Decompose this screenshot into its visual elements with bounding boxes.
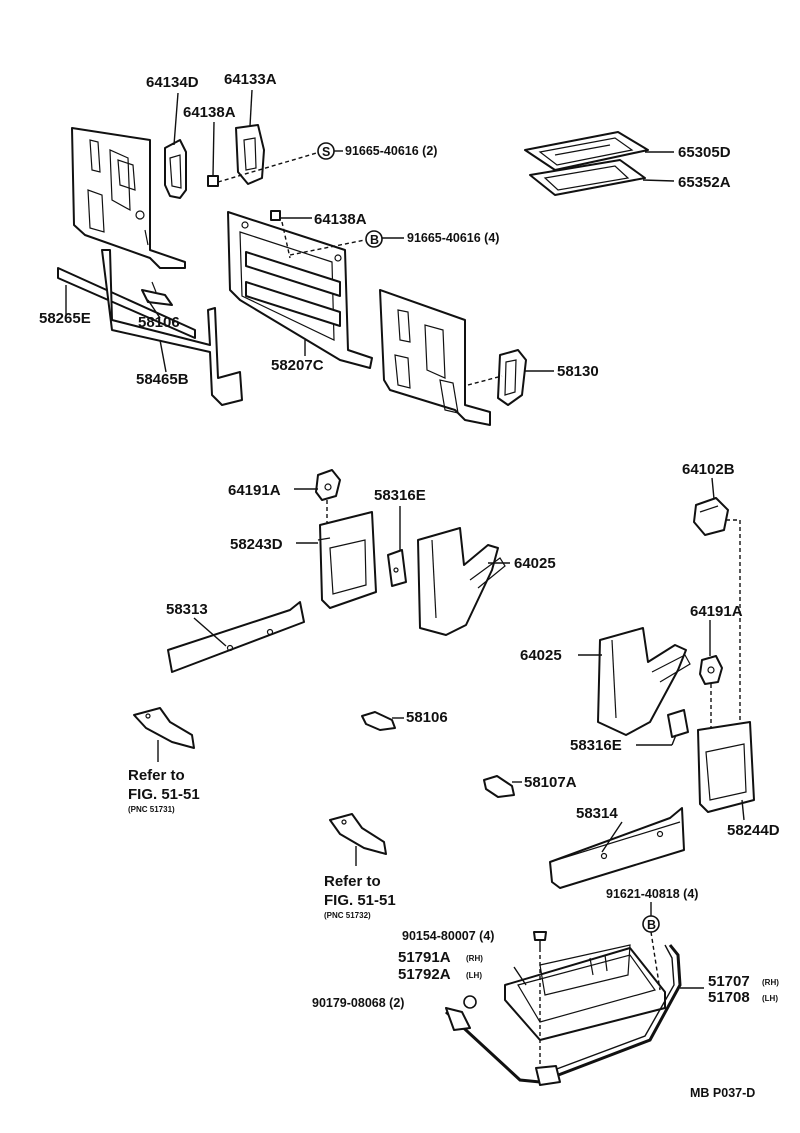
label-64138A-mid: 64138A	[314, 211, 367, 228]
label-90154: 90154-80007 (4)	[402, 929, 494, 943]
label-51792A: 51792A	[398, 966, 451, 983]
bracket-58107A	[483, 775, 515, 798]
label-51791A-side: (RH)	[466, 954, 483, 963]
mat-65352A	[529, 159, 646, 196]
bracket-58106-top	[141, 281, 173, 306]
tray-51791A	[504, 944, 666, 1041]
label-91665-2: 91665-40616 (4)	[407, 231, 499, 245]
nut-64138A-mid	[270, 210, 281, 221]
svg-text:B: B	[370, 233, 379, 247]
bracket-58465B	[101, 249, 243, 406]
label-58106-mid: 58106	[406, 709, 448, 726]
rail-58314	[549, 807, 685, 889]
label-90179: 90179-08068 (2)	[312, 996, 404, 1010]
dash-91665-2	[289, 239, 366, 256]
label-51791A: 51791A	[398, 949, 451, 966]
label-64102B: 64102B	[682, 461, 735, 478]
label-58207C: 58207C	[271, 357, 324, 374]
leader-58106-top	[147, 299, 161, 319]
label-64138A-top: 64138A	[183, 104, 236, 121]
leader-65352A	[642, 179, 675, 182]
label-65352A: 65352A	[678, 174, 731, 191]
clip-64191A-right	[699, 655, 723, 685]
bracket-64102B	[693, 497, 729, 536]
label-58316E-right: 58316E	[570, 737, 622, 754]
label-58107A: 58107A	[524, 774, 577, 791]
bracket-58106-mid	[361, 711, 396, 731]
label-64025-upper: 64025	[514, 555, 556, 572]
bolt-90154	[533, 931, 547, 948]
strap-51707	[445, 944, 682, 1086]
refer-2-line3: (PNC 51732)	[324, 911, 371, 920]
mat-65305D	[524, 131, 649, 171]
support-64025-upper	[417, 527, 506, 636]
refer-2-line1: Refer to	[324, 873, 381, 890]
label-65305D: 65305D	[678, 144, 731, 161]
label-51708-side: (LH)	[762, 994, 778, 1003]
support-64025-lower	[597, 627, 691, 736]
dash-91665-1	[217, 151, 321, 183]
s-mark: S	[317, 142, 335, 160]
label-58316E-left: 58316E	[374, 487, 426, 504]
bracket-64133A	[235, 124, 265, 185]
b-mark-top: B	[365, 230, 383, 248]
label-51792A-side: (LH)	[466, 971, 482, 980]
label-58265E: 58265E	[39, 310, 91, 327]
label-58313: 58313	[166, 601, 208, 618]
label-58130: 58130	[557, 363, 599, 380]
label-51708: 51708	[708, 989, 750, 1006]
label-91665-1: 91665-40616 (2)	[345, 144, 437, 158]
label-58244D: 58244D	[727, 822, 780, 839]
leader-64133A	[249, 89, 253, 127]
nut-64138A-top	[207, 175, 219, 187]
nut-90179	[463, 995, 477, 1009]
bracket-refer-1	[133, 707, 195, 749]
label-64025-lower: 64025	[520, 647, 562, 664]
frame-58207C	[227, 211, 373, 369]
refer-2-line2: FIG. 51-51	[324, 892, 396, 909]
label-91621: 91621-40818 (4)	[606, 887, 698, 901]
panel-58244D	[697, 721, 755, 813]
label-64191A-left: 64191A	[228, 482, 281, 499]
refer-1-line2: FIG. 51-51	[128, 786, 200, 803]
refer-1-line3: (PNC 51731)	[128, 805, 175, 814]
grab-handle-58130	[497, 349, 527, 406]
svg-text:B: B	[647, 918, 656, 932]
leader-64138A-top	[212, 121, 215, 177]
leader-64134D	[173, 92, 179, 146]
panel-58243D	[317, 511, 377, 609]
leader-58465B	[159, 339, 167, 373]
bracket-58316E-left	[387, 549, 407, 587]
refer-1-line1: Refer to	[128, 767, 185, 784]
b-mark-bottom: B	[642, 915, 660, 933]
clip-64191A-left	[315, 469, 341, 501]
bracket-refer-2	[329, 813, 387, 855]
label-64133A: 64133A	[224, 71, 277, 88]
bracket-64134D	[164, 139, 187, 199]
svg-text:S: S	[322, 145, 330, 159]
side-panel-left	[71, 127, 186, 269]
label-58106-top: 58106	[138, 314, 180, 331]
label-51707: 51707	[708, 973, 750, 990]
label-58465B: 58465B	[136, 371, 189, 388]
label-64134D: 64134D	[146, 74, 199, 91]
side-panel-right	[379, 289, 491, 426]
label-58314: 58314	[576, 805, 618, 822]
label-51707-side: (RH)	[762, 978, 779, 987]
diagram-code: MB P037-D	[690, 1086, 755, 1100]
bracket-58316E-right	[667, 709, 689, 738]
label-58243D: 58243D	[230, 536, 283, 553]
rail-58313	[167, 601, 305, 673]
label-64191A-right: 64191A	[690, 603, 743, 620]
rail-58265E	[57, 267, 196, 339]
